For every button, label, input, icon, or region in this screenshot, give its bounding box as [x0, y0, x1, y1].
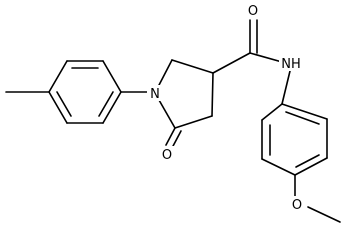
ring-nitrogen-label: N	[150, 87, 160, 102]
double-bond-inner	[285, 111, 320, 125]
bond	[211, 72, 214, 117]
double-bond-inner	[295, 154, 320, 168]
ether-oxygen-label: O	[292, 198, 302, 213]
double-bond-inner	[56, 91, 72, 117]
bond	[171, 59, 214, 74]
methoxy-methyl-bond	[307, 206, 341, 223]
bond	[48, 91, 68, 124]
bond	[102, 91, 122, 124]
methoxyphenyl-ring	[261, 103, 328, 176]
bond	[212, 52, 251, 74]
bond	[294, 157, 328, 176]
ketone-double-bond	[165, 127, 176, 146]
bond	[281, 103, 328, 120]
tolyl-ring	[48, 60, 122, 124]
bond	[261, 158, 296, 176]
bond	[281, 70, 291, 105]
bond	[158, 99, 176, 129]
bond	[261, 103, 283, 121]
double-bond-inner	[98, 91, 114, 117]
bond	[102, 60, 122, 93]
ketone-oxygen-label: O	[162, 148, 172, 163]
bond	[174, 115, 213, 129]
bond	[157, 59, 173, 88]
amide-nitrogen-label: NH	[281, 57, 301, 72]
amide-oxygen-label: O	[248, 4, 258, 19]
pyrrolidinone-ring	[157, 59, 214, 129]
ketone-double-bond	[171, 130, 182, 149]
bond	[249, 52, 283, 63]
bond	[48, 60, 68, 93]
